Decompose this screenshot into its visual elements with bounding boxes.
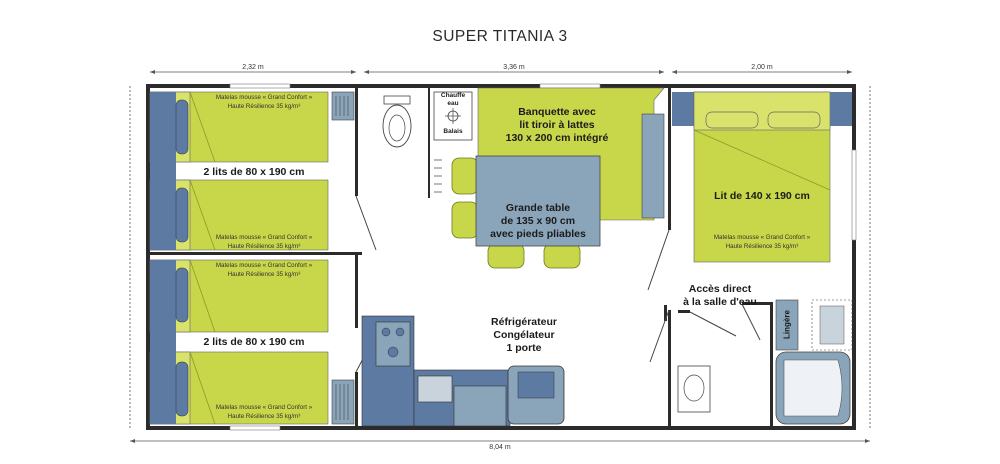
windows	[229, 83, 857, 431]
plan-title: SUPER TITANIA 3	[432, 28, 568, 45]
dimension-section-1: 2,32 m	[242, 64, 264, 71]
exterior-walls	[146, 84, 856, 430]
bedroom-1-beds-label: 2 lits de 80 x 190 cm	[203, 166, 305, 178]
bedroom-2-beds-label: 2 lits de 80 x 190 cm	[203, 336, 305, 348]
broom-label: Balais	[443, 128, 463, 135]
master-bedroom-furniture	[672, 91, 852, 263]
bench-label: Banquette avec lit tiroir à lattes 130 x…	[505, 106, 609, 144]
linen-closet-label: Lingère	[782, 310, 792, 339]
water-heater-label: Chauffe eau	[440, 92, 466, 107]
shelf-rack	[434, 159, 442, 193]
fridge-label: Réfrigérateur Congélateur 1 porte	[491, 316, 557, 354]
water-heater-closet	[433, 91, 473, 141]
table-label: Grande table de 135 x 90 cm avec pieds p…	[490, 202, 586, 240]
master-bed-label: Lit de 140 x 190 cm	[714, 190, 810, 202]
bedroom-2-bottom-mattress-label: Matelas mousse « Grand Confort » Haute R…	[215, 404, 313, 420]
master-mattress-label: Matelas mousse « Grand Confort » Haute R…	[713, 234, 811, 250]
dimension-total: 8,04 m	[489, 444, 511, 451]
toilet-icon	[382, 95, 412, 148]
bathroom-access-label: Accès direct à la salle d'eau	[683, 283, 757, 308]
dining-table	[475, 155, 601, 247]
bedroom-2-mattress-label: Matelas mousse « Grand Confort » Haute R…	[215, 262, 313, 278]
kitchen	[361, 315, 565, 427]
dimension-section-2: 3,36 m	[503, 64, 525, 71]
interior-walls	[150, 88, 773, 426]
dimension-lines	[129, 71, 871, 442]
dimension-ticks	[130, 70, 870, 443]
bathroom	[677, 299, 853, 425]
bedroom-2-furniture	[149, 259, 355, 425]
bedroom-1-furniture	[149, 91, 355, 251]
bedroom-1-mattress-label: Matelas mousse « Grand Confort » Haute R…	[215, 94, 313, 110]
dimension-section-3: 2,00 m	[751, 64, 773, 71]
bedroom-1-bottom-mattress-label: Matelas mousse « Grand Confort » Haute R…	[215, 234, 313, 250]
